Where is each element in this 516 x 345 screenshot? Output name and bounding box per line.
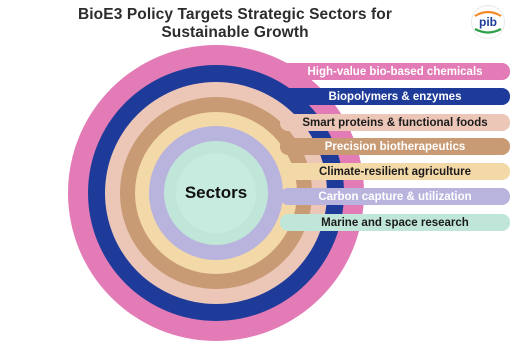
diagram-title: BioE3 Policy Targets Strategic Sectors f… [0, 6, 470, 42]
sector-label-2: Biopolymers & enzymes [280, 88, 510, 105]
pib-logo-icon: pib [470, 4, 506, 40]
sector-label-4: Precision biotherapeutics [280, 138, 510, 155]
sector-label-3: Smart proteins & functional foods [280, 114, 510, 131]
center-label: Sectors [184, 183, 248, 202]
title-line-1: BioE3 Policy Targets Strategic Sectors f… [77, 6, 392, 23]
sector-label-7: Marine and space research [280, 214, 510, 231]
title-line-2: Sustainable Growth [161, 24, 309, 41]
svg-text:pib: pib [479, 15, 497, 29]
center-disc [176, 153, 256, 233]
sector-label-6: Carbon capture & utilization [280, 188, 510, 205]
sector-label-5: Climate-resilient agriculture [280, 163, 510, 180]
sector-label-1: High-value bio-based chemicals [280, 63, 510, 80]
